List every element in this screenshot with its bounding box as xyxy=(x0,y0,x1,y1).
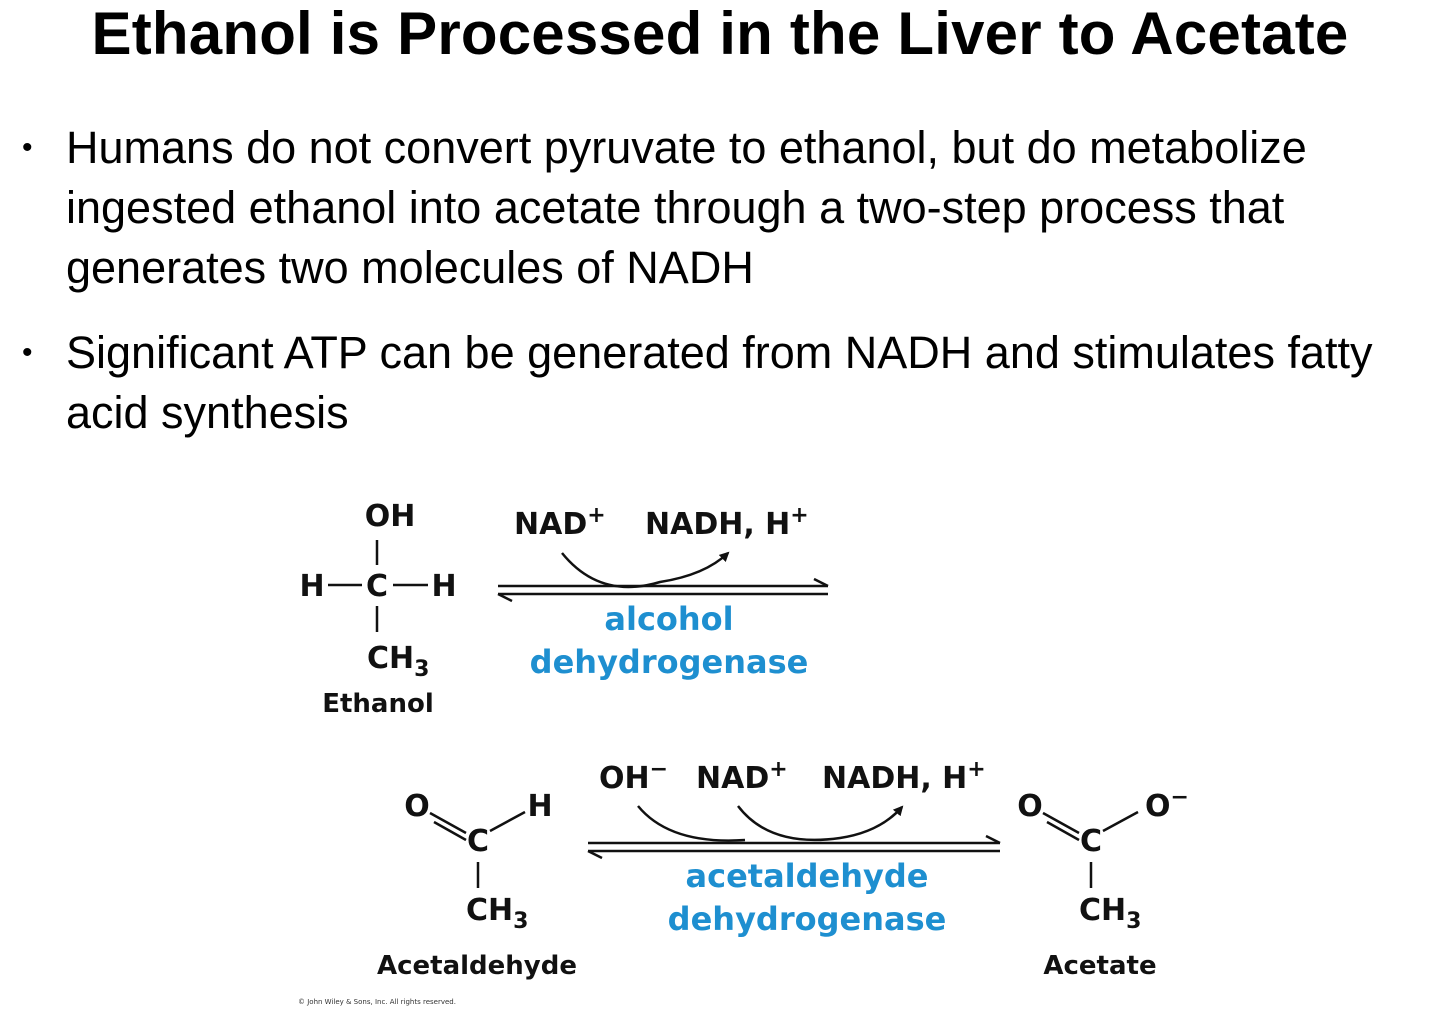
ethanol-name: Ethanol xyxy=(322,689,434,719)
slide-title: Ethanol is Processed in the Liver to Ace… xyxy=(91,0,1349,67)
reaction1-reverse-barb xyxy=(497,592,513,603)
acetate-name: Acetate xyxy=(1043,951,1156,981)
acetate-structure: O C O− CH3 Acetate xyxy=(1017,785,1189,981)
bullet-text: Significant ATP can be generated from NA… xyxy=(66,327,1373,438)
acetate-c-label: C xyxy=(1080,824,1102,859)
reaction2-oh-label: OH− xyxy=(599,757,668,796)
acetate-double-bond-b xyxy=(1046,820,1080,842)
reaction1-nadh-label: NADH, H+ xyxy=(645,503,809,542)
reaction1-cofactor-curve xyxy=(561,551,730,589)
acetaldehyde-double-bond-b xyxy=(433,820,467,842)
acetate-o2-label: O− xyxy=(1145,785,1189,824)
reaction2-reverse-barb xyxy=(587,849,603,860)
ethanol-structure: OH H C H CH3 Ethanol xyxy=(299,499,456,719)
bullet-list: • Humans do not convert pyruvate to etha… xyxy=(22,118,1432,468)
acetaldehyde-structure: O C H CH3 Acetaldehyde xyxy=(377,789,577,981)
acetaldehyde-h-bond xyxy=(489,810,526,833)
acetate-double-bond-a xyxy=(1042,811,1080,835)
ethanol-h-right-label: H xyxy=(431,569,456,604)
bullet-marker-icon: • xyxy=(22,131,33,164)
ethanol-c-label: C xyxy=(366,569,388,604)
enzyme2-name-line1: acetaldehyde xyxy=(686,857,929,895)
reaction2-cofactor-curve xyxy=(737,805,904,842)
ethanol-h-left-label: H xyxy=(299,569,324,604)
acetate-ch3-label: CH3 xyxy=(1079,893,1141,934)
reaction2-forward-barb xyxy=(985,834,1001,845)
acetaldehyde-h-label: H xyxy=(527,789,552,824)
reaction2-arrow: OH− NAD+ NADH, H+ acetaldehyde dehydroge… xyxy=(587,757,1001,938)
acetaldehyde-double-bond-a xyxy=(429,811,467,835)
reaction1-forward-barb xyxy=(813,577,829,588)
acetate-o-label: O xyxy=(1017,789,1043,824)
reaction2-nadh-label: NADH, H+ xyxy=(822,757,986,796)
reaction2-nad-label: NAD+ xyxy=(696,757,788,796)
acetaldehyde-c-label: C xyxy=(467,824,489,859)
ethanol-oh-label: OH xyxy=(365,499,416,534)
reaction1-nad-label: NAD+ xyxy=(514,503,606,542)
acetaldehyde-o-label: O xyxy=(404,789,430,824)
ethanol-ch3-label: CH3 xyxy=(367,641,429,682)
reaction2-oh-curve xyxy=(637,805,746,842)
reaction1-arrow: NAD+ NADH, H+ alcohol dehydrogenase xyxy=(497,503,829,681)
enzyme1-name-line1: alcohol xyxy=(604,600,733,638)
bullet-item: • Humans do not convert pyruvate to etha… xyxy=(22,118,1432,298)
enzyme2-name-line2: dehydrogenase xyxy=(668,900,947,938)
enzyme1-name-line2: dehydrogenase xyxy=(530,643,809,681)
acetaldehyde-name: Acetaldehyde xyxy=(377,951,577,981)
copyright-notice: © John Wiley & Sons, Inc. All rights res… xyxy=(298,998,456,1006)
bullet-item: • Significant ATP can be generated from … xyxy=(22,323,1432,443)
acetate-o2-bond xyxy=(1102,810,1139,833)
bullet-marker-icon: • xyxy=(22,336,33,369)
bullet-text: Humans do not convert pyruvate to ethano… xyxy=(66,122,1307,293)
acetaldehyde-ch3-label: CH3 xyxy=(466,893,528,934)
